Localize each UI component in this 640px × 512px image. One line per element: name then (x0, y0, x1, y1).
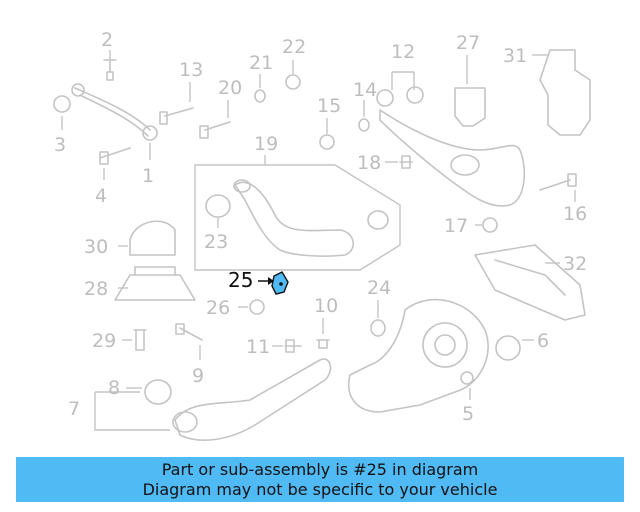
label-21: 21 (249, 52, 273, 74)
part-30-bumper: 30 (84, 220, 176, 258)
part-16-bolt: 16 (539, 173, 587, 225)
label-1: 1 (142, 165, 154, 187)
part-25-highlighted[interactable]: 25 (228, 268, 289, 295)
part-21-washer: 21 (249, 52, 273, 103)
label-23: 23 (204, 231, 228, 253)
label-16: 16 (563, 203, 587, 225)
part-22-nut: 22 (282, 36, 306, 90)
part-18-bolt: 18 (357, 152, 413, 174)
part-28-mount: 28 (84, 266, 196, 301)
label-15: 15 (317, 95, 341, 117)
part-8-bushing: 8 (108, 377, 172, 405)
part-9-bolt: 9 (175, 323, 204, 387)
label-20: 20 (218, 77, 242, 99)
part-27-bracket: 27 (454, 32, 486, 127)
part-23-bushing: 23 (204, 194, 231, 253)
part-32-plate: 32 (474, 244, 587, 321)
banner-line-2: Diagram may not be specific to your vehi… (142, 479, 498, 499)
label-5: 5 (462, 403, 474, 425)
label-26: 26 (206, 297, 230, 319)
label-19: 19 (254, 133, 278, 155)
label-11: 11 (246, 336, 270, 358)
part-7-lower-arm: 7 (68, 358, 332, 441)
label-32: 32 (563, 253, 587, 275)
label-9: 9 (192, 365, 204, 387)
part-11-bolt: 11 (246, 336, 302, 358)
part-12-control-arm: 12 (376, 41, 526, 207)
label-30: 30 (84, 236, 108, 258)
info-banner: Part or sub-assembly is #25 in diagram D… (16, 457, 624, 502)
label-14: 14 (353, 79, 377, 101)
label-29: 29 (92, 330, 116, 352)
part-20-bolt: 20 (199, 77, 242, 139)
part-26-nut: 26 (206, 297, 265, 319)
part-13-bolt: 13 (159, 59, 203, 125)
label-18: 18 (357, 152, 381, 174)
label-7: 7 (68, 398, 80, 420)
part-19-upper-arm-assembly: 19 (194, 133, 401, 271)
label-13: 13 (179, 59, 203, 81)
parts-diagram: 2 1 3 4 13 20 21 22 (53, 29, 591, 441)
part-1-link: 1 (71, 83, 158, 187)
label-22: 22 (282, 36, 306, 58)
part-24-washer: 24 (367, 277, 391, 337)
part-10-bolt: 10 (314, 295, 338, 349)
label-10: 10 (314, 295, 338, 317)
label-3: 3 (54, 134, 66, 156)
part-3-nut: 3 (53, 95, 71, 156)
label-12: 12 (391, 41, 415, 63)
part-4-bolt: 4 (95, 147, 131, 207)
label-6: 6 (537, 330, 549, 352)
part-14-washer: 14 (353, 79, 377, 132)
label-24: 24 (367, 277, 391, 299)
part-5-knuckle: 5 (348, 298, 489, 425)
label-2: 2 (101, 29, 113, 51)
banner-line-1: Part or sub-assembly is #25 in diagram (161, 459, 479, 479)
part-6-bushing: 6 (495, 330, 549, 361)
part-31-bracket: 31 (503, 45, 591, 136)
label-17: 17 (444, 215, 468, 237)
label-27: 27 (456, 32, 480, 54)
part-17-nut: 17 (444, 215, 498, 237)
part-2-bolt: 2 (101, 29, 117, 81)
part-15-nut: 15 (317, 95, 341, 150)
label-4: 4 (95, 185, 107, 207)
label-28: 28 (84, 278, 108, 300)
part-29-bolt: 29 (92, 329, 147, 352)
label-25: 25 (228, 268, 253, 292)
label-31: 31 (503, 45, 527, 67)
label-8: 8 (108, 377, 120, 399)
